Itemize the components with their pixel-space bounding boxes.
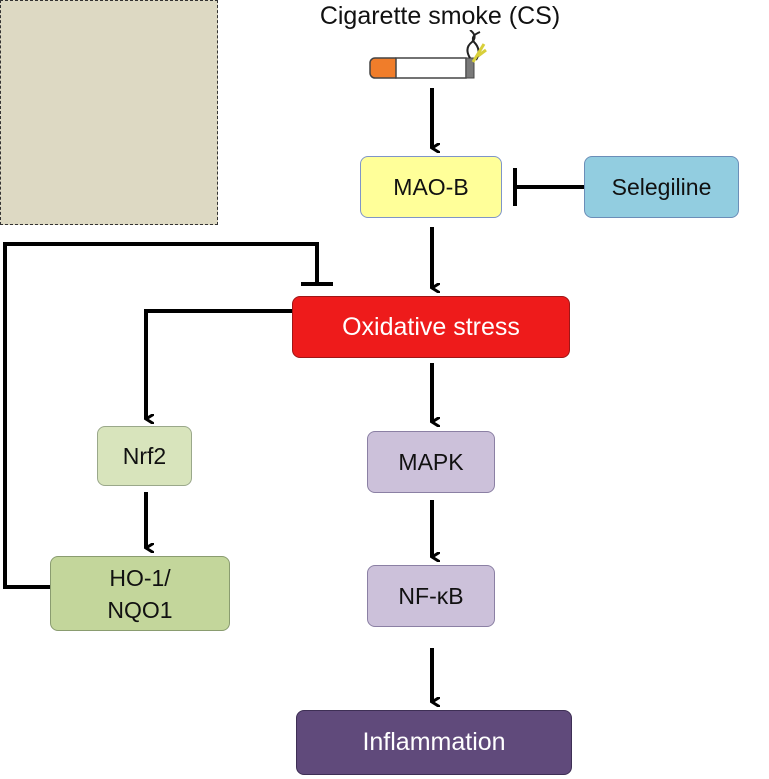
inhibit-ho1-line [3, 242, 319, 589]
cigarette-icon [369, 30, 487, 79]
ho1-nqo1-node: HO-1/ NQO1 [50, 556, 230, 631]
arrow-ox-to-nrf2 [144, 309, 292, 419]
nfkb-node: NF-κB [367, 565, 495, 627]
mapk-node: MAPK [367, 431, 495, 493]
signaling-cascade-box [0, 0, 218, 225]
inflammation-node: Inflammation [296, 710, 572, 775]
nrf2-node: Nrf2 [97, 426, 192, 486]
oxidative-stress-node: Oxidative stress [292, 296, 570, 358]
ho1-label: HO-1/ [109, 564, 171, 591]
diagram-title: Cigarette smoke (CS) [319, 2, 561, 30]
selegiline-node: Selegiline [584, 156, 739, 218]
nqo1-label: NQO1 [107, 596, 173, 623]
mao-b-node: MAO-B [360, 156, 502, 218]
